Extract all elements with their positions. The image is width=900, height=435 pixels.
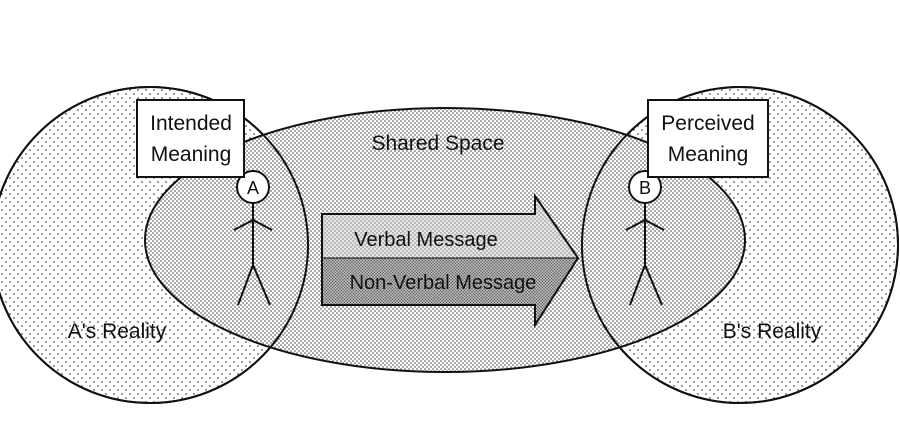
person-b-label: B bbox=[639, 178, 651, 198]
intended-meaning-box bbox=[136, 99, 245, 178]
person-b-figure bbox=[625, 170, 665, 306]
intended-label-line1: Intended bbox=[150, 112, 232, 135]
perceived-label-line2: Meaning bbox=[668, 143, 749, 166]
intended-label-line2: Meaning bbox=[151, 143, 232, 166]
nonverbal-message-label: Non-Verbal Message bbox=[350, 272, 537, 294]
person-a-figure bbox=[233, 170, 273, 306]
perceived-label-line1: Perceived bbox=[661, 112, 754, 135]
perceived-meaning-box bbox=[647, 99, 769, 178]
b-reality-outline bbox=[581, 86, 899, 404]
person-a-label: A bbox=[247, 178, 259, 198]
shared-space-label: Shared Space bbox=[371, 132, 504, 155]
arrow-bottom-half bbox=[322, 258, 578, 325]
a-reality-outline bbox=[0, 86, 309, 404]
arrow-outline bbox=[321, 192, 580, 329]
arrow-top-half bbox=[322, 196, 578, 258]
a-reality-label: A's Reality bbox=[68, 320, 167, 343]
message-arrow bbox=[321, 192, 580, 329]
b-reality-label: B's Reality bbox=[723, 320, 822, 343]
verbal-message-label: Verbal Message bbox=[354, 229, 497, 251]
